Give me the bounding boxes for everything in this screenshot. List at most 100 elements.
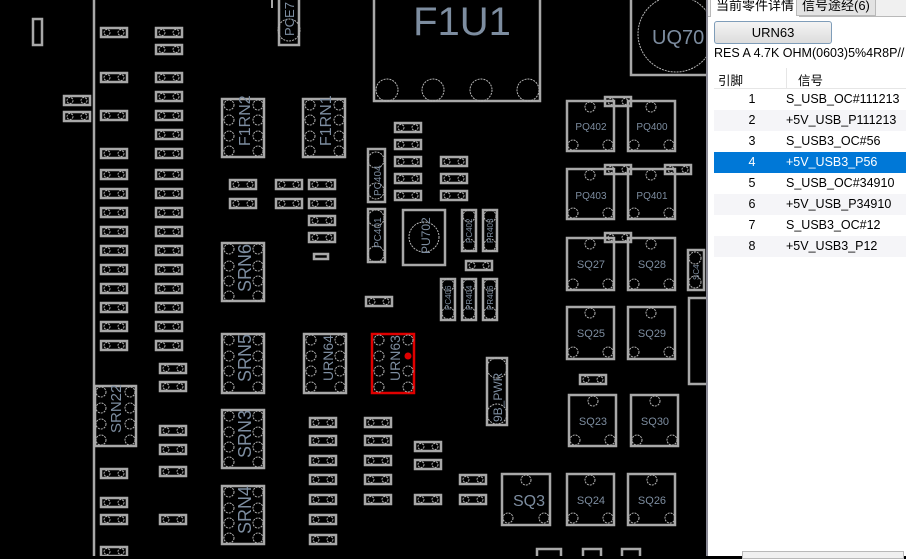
smd-part[interactable] — [154, 109, 184, 122]
smd-part[interactable] — [99, 263, 129, 276]
smd-part[interactable] — [154, 43, 184, 56]
smd-part[interactable] — [154, 244, 184, 257]
component-PC406[interactable]: PC406 — [439, 277, 457, 322]
smd-part[interactable] — [154, 71, 184, 84]
smd-part[interactable] — [393, 172, 423, 185]
smd-part[interactable] — [154, 320, 184, 333]
table-row-selected[interactable]: 4+5V_USB3_P56 — [714, 152, 906, 173]
smd-part[interactable] — [458, 473, 488, 486]
component-SQ23[interactable]: SQ23 — [567, 393, 618, 448]
smd-part[interactable] — [154, 206, 184, 219]
component-SRN22[interactable]: SRN22 — [93, 385, 138, 448]
smd-part[interactable] — [393, 155, 423, 168]
column-header-signal[interactable]: 信号 — [798, 74, 824, 88]
smd-part[interactable] — [308, 434, 338, 447]
smd-part[interactable] — [99, 301, 129, 314]
smd-part[interactable] — [308, 513, 338, 526]
smd-part[interactable] — [393, 121, 423, 134]
smd-part[interactable] — [154, 90, 184, 103]
component-SQ27[interactable]: SQ27 — [565, 236, 616, 292]
smd-part[interactable] — [154, 147, 184, 160]
tab-component-details[interactable]: 当前零件详情 — [710, 0, 801, 17]
smd-part[interactable] — [439, 189, 469, 202]
smd-part[interactable] — [464, 259, 494, 272]
smd-part[interactable] — [154, 339, 184, 352]
tab-signal-path[interactable]: 信号途经(6) — [796, 0, 876, 16]
component-PR404[interactable]: PR404 — [460, 277, 478, 322]
smd-part[interactable] — [99, 206, 129, 219]
component-SQ25[interactable]: SQ25 — [565, 305, 616, 361]
smd-part[interactable] — [99, 71, 129, 84]
smd-part[interactable] — [99, 26, 129, 39]
smd-part[interactable] — [99, 168, 129, 181]
smd-part[interactable] — [413, 493, 443, 506]
component-SRN5[interactable]: SRN5 — [220, 332, 266, 395]
table-row[interactable]: 2+5V_USB_P111213 — [714, 110, 906, 131]
component-SQ28[interactable]: SQ28 — [626, 236, 677, 292]
smd-part[interactable] — [307, 178, 337, 191]
smd-part[interactable] — [413, 458, 443, 471]
smd-part[interactable] — [363, 454, 393, 467]
smd-part[interactable] — [154, 263, 184, 276]
smd-part[interactable] — [99, 513, 129, 526]
column-divider[interactable] — [786, 68, 787, 88]
component-F1RN1[interactable]: F1RN1 — [301, 95, 347, 159]
smd-part[interactable] — [308, 416, 338, 429]
component-SQ30[interactable]: SQ30 — [629, 393, 680, 448]
smd-part[interactable] — [99, 467, 129, 480]
component-SQ29[interactable]: SQ29 — [626, 305, 677, 361]
smd-part[interactable] — [578, 373, 608, 386]
smd-part[interactable] — [62, 94, 92, 107]
smd-part[interactable] — [439, 155, 469, 168]
component-UQ70[interactable]: UQ70 — [629, 0, 706, 77]
component-SRN4[interactable]: SRN4 — [220, 484, 266, 546]
smd-part[interactable] — [364, 295, 394, 308]
smd-part[interactable] — [308, 533, 338, 546]
smd-part[interactable] — [154, 225, 184, 238]
table-row[interactable]: 6+5V_USB_P34910 — [714, 194, 906, 215]
smd-part[interactable] — [99, 109, 129, 122]
component-PU702[interactable]: PU702 — [401, 208, 447, 267]
smd-part[interactable] — [158, 424, 188, 437]
component-PC401[interactable]: PC401 — [366, 207, 387, 264]
smd-part[interactable] — [307, 214, 337, 227]
component-PQ400[interactable]: PQ400 — [626, 99, 677, 153]
smd-part[interactable] — [154, 301, 184, 314]
smd-part[interactable] — [154, 168, 184, 181]
smd-part[interactable] — [31, 17, 44, 47]
component-SC4[interactable]: SC4 — [686, 248, 706, 292]
column-header-pin[interactable]: 引脚 — [718, 74, 744, 88]
smd-part[interactable] — [154, 128, 184, 141]
smd-part[interactable] — [99, 225, 129, 238]
smd-part[interactable] — [99, 545, 129, 556]
pcb-canvas[interactable]: F1U1 UQ70 PCE7 F1RN2 F1RN1 PC404 PC401 — [0, 0, 706, 556]
smd-part[interactable] — [158, 362, 188, 375]
smd-part[interactable] — [99, 320, 129, 333]
component-SQ24[interactable]: SQ24 — [565, 472, 616, 527]
component-URN64[interactable]: URN64 — [302, 332, 348, 395]
smd-part[interactable] — [363, 416, 393, 429]
smd-part[interactable] — [413, 440, 443, 453]
smd-part[interactable] — [393, 138, 423, 151]
smd-part[interactable] — [307, 231, 337, 244]
pcb-board-view[interactable]: F1U1 UQ70 PCE7 F1RN2 F1RN1 PC404 PC401 — [0, 0, 706, 556]
smd-part[interactable] — [158, 465, 188, 478]
smd-part[interactable] — [99, 244, 129, 257]
component-PQ402[interactable]: PQ402 — [565, 99, 616, 153]
smd-part[interactable] — [158, 513, 188, 526]
smd-part[interactable] — [99, 147, 129, 160]
component-PCE7[interactable]: PCE7 — [277, 0, 301, 47]
smd-part[interactable] — [228, 178, 258, 191]
smd-part[interactable] — [458, 493, 488, 506]
smd-part[interactable] — [99, 282, 129, 295]
smd-part[interactable] — [307, 197, 337, 210]
smd-part[interactable] — [308, 454, 338, 467]
component-PC402[interactable]: PC402 — [460, 208, 478, 253]
smd-part[interactable] — [154, 26, 184, 39]
smd-part[interactable] — [99, 339, 129, 352]
horizontal-scrollbar[interactable] — [742, 551, 904, 559]
